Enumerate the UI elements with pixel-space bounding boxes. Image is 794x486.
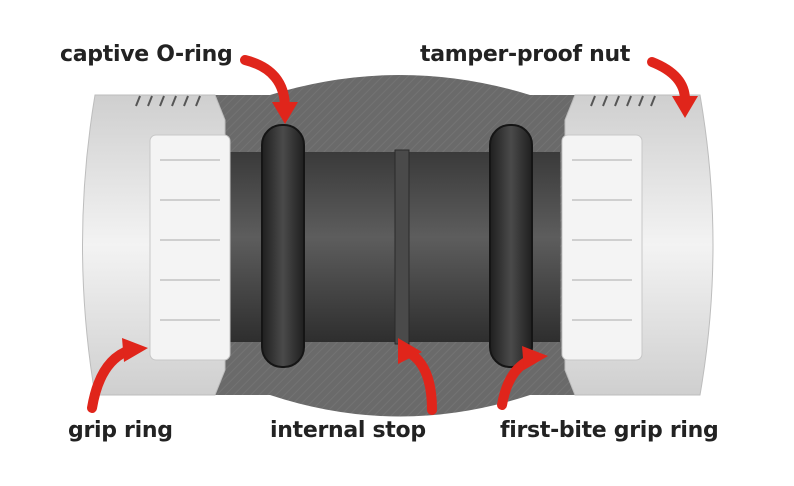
label-captive-o-ring: captive O-ring <box>60 42 233 67</box>
arrowhead-internal-stop <box>398 338 422 364</box>
arrow-tamper-proof-nut <box>647 57 690 105</box>
label-tamper-proof-nut: tamper-proof nut <box>420 42 631 67</box>
grip-ring-left <box>149 134 231 361</box>
internal-stop-ridge <box>394 149 410 345</box>
label-grip-ring: grip ring <box>68 418 173 443</box>
grip-ring-right-teeth <box>572 159 632 321</box>
label-internal-stop: internal stop <box>270 418 426 443</box>
arrowhead-tamper-proof-nut <box>672 96 698 118</box>
thread-left-top <box>135 95 201 107</box>
grip-ring-left-teeth <box>160 159 220 321</box>
label-first-bite-grip-ring: first-bite grip ring <box>500 418 719 443</box>
thread-right-top <box>590 95 656 107</box>
arrow-captive-o-ring <box>240 55 290 113</box>
grip-ring-right <box>561 134 643 361</box>
arrowhead-first-bite-grip-ring <box>522 346 548 370</box>
arrowhead-captive-o-ring <box>272 102 298 124</box>
o-ring-right <box>489 124 533 368</box>
arrowhead-grip-ring <box>122 338 148 362</box>
o-ring-left <box>261 124 305 368</box>
